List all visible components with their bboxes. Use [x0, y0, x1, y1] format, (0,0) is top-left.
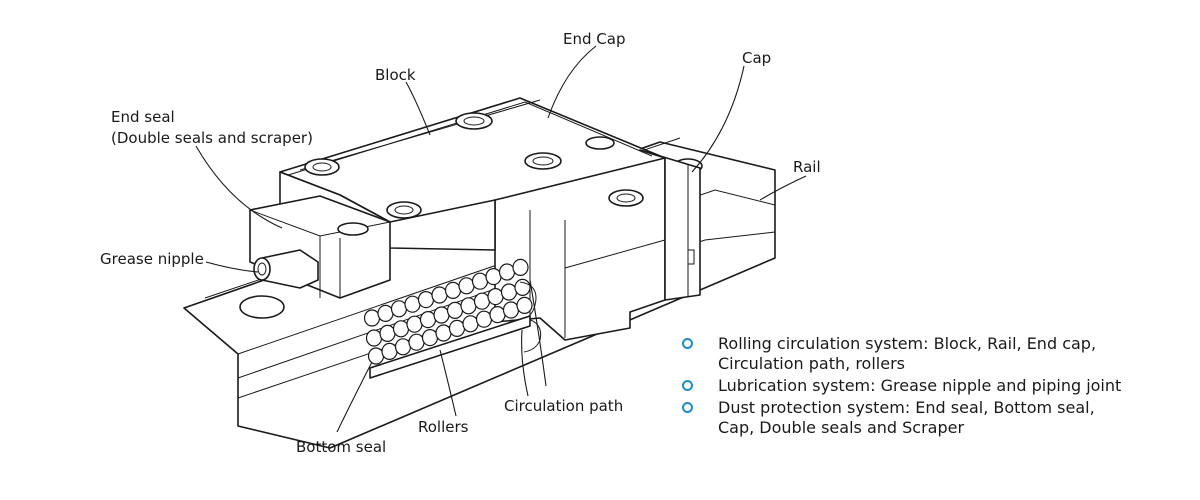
legend-text-line1: Dust protection system: End seal, Bottom…: [718, 398, 1095, 417]
circle-bullet-icon: [682, 338, 693, 349]
legend-item-dust-protection: Dust protection system: End seal, Bottom…: [678, 398, 1178, 438]
leader-lines: [195, 45, 807, 433]
label-block: Block: [375, 66, 416, 84]
circle-bullet-icon: [682, 402, 693, 413]
roller: [435, 324, 452, 342]
legend-text-line2: Cap, Double seals and Scraper: [718, 418, 965, 437]
roller: [404, 295, 421, 313]
roller: [390, 300, 408, 318]
rollers-drawing: [363, 258, 542, 379]
roller: [471, 272, 489, 290]
roller: [462, 315, 479, 333]
roller: [392, 320, 410, 338]
roller: [500, 283, 518, 301]
roller: [419, 311, 437, 329]
label-end-seal: End seal: [111, 108, 175, 126]
roller: [421, 329, 439, 347]
label-grease-nipple: Grease nipple: [100, 250, 204, 268]
roller: [367, 347, 385, 365]
legend-text-line1: Lubrication system: Grease nipple and pi…: [718, 376, 1122, 395]
label-circulation-path: Circulation path: [504, 397, 623, 415]
grease-nipple-drawing: [253, 249, 319, 289]
roller: [502, 301, 520, 319]
legend-item-lubrication: Lubrication system: Grease nipple and pi…: [678, 376, 1178, 396]
circle-bullet-icon: [682, 380, 693, 391]
label-end-seal-detail: (Double seals and scraper): [111, 129, 313, 147]
roller: [498, 263, 516, 281]
roller: [458, 277, 475, 295]
roller: [379, 324, 396, 342]
roller: [377, 304, 394, 322]
legend-list: Rolling circulation system: Block, Rail,…: [678, 334, 1178, 440]
label-end-cap: End Cap: [563, 30, 625, 48]
label-bottom-seal: Bottom seal: [296, 438, 386, 456]
roller: [444, 281, 462, 299]
roller: [448, 319, 466, 337]
roller: [363, 309, 381, 327]
block-drawing: [279, 97, 701, 341]
label-cap: Cap: [742, 49, 771, 67]
roller: [446, 301, 464, 319]
roller: [514, 278, 531, 296]
roller: [460, 297, 477, 315]
roller: [431, 286, 448, 304]
roller: [365, 329, 383, 347]
legend-item-rolling: Rolling circulation system: Block, Rail,…: [678, 334, 1178, 374]
roller: [406, 315, 423, 333]
roller: [512, 258, 529, 276]
roller: [475, 310, 493, 328]
roller: [381, 342, 398, 360]
legend-text-line1: Rolling circulation system: Block, Rail,…: [718, 334, 1097, 353]
label-rail: Rail: [793, 158, 821, 176]
legend-text-line2: Circulation path, rollers: [718, 354, 905, 373]
bottom-seal-strip: [369, 315, 531, 379]
label-rollers: Rollers: [418, 418, 469, 436]
roller: [485, 268, 502, 286]
roller: [487, 288, 504, 306]
roller: [473, 292, 491, 310]
roller: [516, 296, 533, 314]
roller: [433, 306, 450, 324]
roller: [394, 338, 412, 356]
roller: [417, 291, 435, 309]
roller: [408, 333, 425, 351]
roller: [489, 306, 506, 324]
